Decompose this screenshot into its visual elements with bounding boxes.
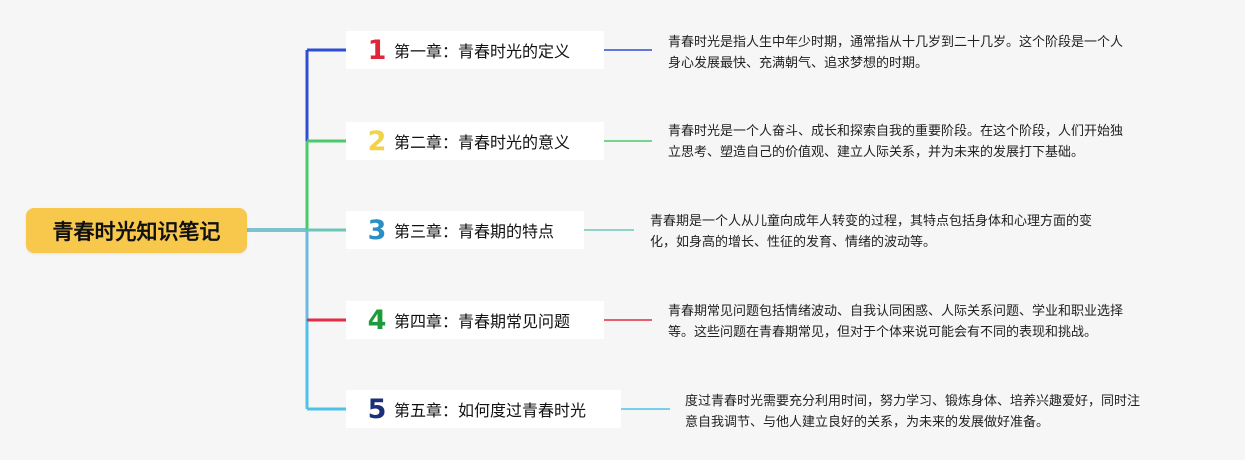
root-topic-label: 青春时光知识笔记 [52,219,221,244]
chapter-number: 5 [367,393,387,425]
chapter-number: 4 [367,304,387,336]
description-line: 青春时光是指人生中年少时期，通常指从十几岁到二十几岁。这个阶段是一个人 [668,35,1124,50]
chapter-description-1[interactable]: 青春时光是指人生中年少时期，通常指从十几岁到二十几岁。这个阶段是一个人 身心发展… [668,32,1123,74]
chapter-description-4[interactable]: 青春期常见问题包括情绪波动、自我认同困惑、人际关系问题、学业和职业选择 等。这些… [668,301,1123,343]
chapter-node-5[interactable]: 5 第五章：如何度过青春时光 [346,390,621,428]
chapter-description-2[interactable]: 青春时光是一个人奋斗、成长和探索自我的重要阶段。在这个阶段，人们开始独 立思考、… [668,121,1123,163]
description-line: 立思考、塑造自己的价值观、建立人际关系，并为未来的发展打下基础。 [668,145,1085,160]
chapter-number: 3 [367,214,387,246]
chapter-title: 第二章：青春时光的意义 [394,133,571,152]
chapter-description-3[interactable]: 青春期是一个人从儿童向成年人转变的过程，其特点包括身体和心理方面的变 化，如身高… [650,211,1092,253]
chapter-title: 第四章：青春期常见问题 [394,312,571,331]
chapter-title: 第一章：青春时光的定义 [394,42,571,61]
description-line: 度过青春时光需要充分利用时间，努力学习、锻炼身体、培养兴趣爱好，同时注 [685,394,1141,409]
chapter-node-3[interactable]: 3 第三章：青春期的特点 [346,211,584,249]
description-line: 身心发展最快、充满朝气、追求梦想的时期。 [668,56,929,71]
chapter-title: 第五章：如何度过青春时光 [394,401,587,420]
description-line: 青春时光是一个人奋斗、成长和探索自我的重要阶段。在这个阶段，人们开始独 [668,124,1124,139]
chapter-number: 2 [367,125,387,157]
description-line: 意自我调节、与他人建立良好的关系，为未来的发展做好准备。 [685,415,1050,430]
description-line: 青春期是一个人从儿童向成年人转变的过程，其特点包括身体和心理方面的变 [650,214,1093,229]
chapter-node-1[interactable]: 1 第一章：青春时光的定义 [346,31,604,69]
description-line: 青春期常见问题包括情绪波动、自我认同困惑、人际关系问题、学业和职业选择 [668,304,1124,319]
root-topic[interactable]: 青春时光知识笔记 [26,208,247,253]
chapter-number: 1 [367,34,387,66]
description-line: 等。这些问题在青春期常见，但对于个体来说可能会有不同的表现和挑战。 [668,325,1098,340]
chapter-description-5[interactable]: 度过青春时光需要充分利用时间，努力学习、锻炼身体、培养兴趣爱好，同时注 意自我调… [685,391,1140,433]
chapter-node-2[interactable]: 2 第二章：青春时光的意义 [346,122,604,160]
chapter-title: 第三章：青春期的特点 [394,222,555,241]
description-line: 化，如身高的增长、性征的发育、情绪的波动等。 [650,235,937,250]
chapter-node-4[interactable]: 4 第四章：青春期常见问题 [346,301,604,339]
